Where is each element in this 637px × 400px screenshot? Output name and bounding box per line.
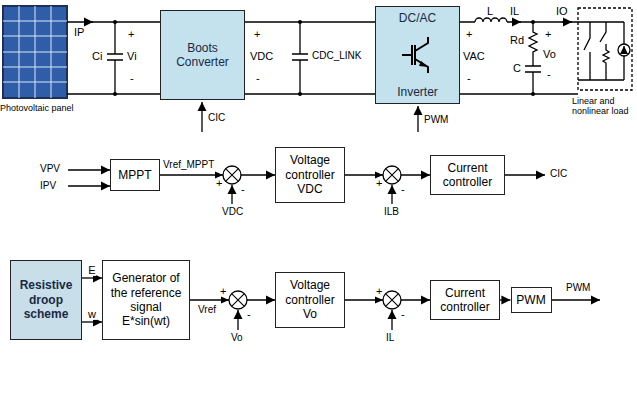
signal-label: +	[545, 28, 551, 41]
signal-label: -	[547, 68, 551, 81]
box-text: Resistive droop scheme	[15, 278, 77, 321]
signal-label: ILB	[384, 206, 399, 218]
box-text: PWM	[516, 293, 545, 307]
signal-label: IL	[510, 5, 519, 18]
signal-label: -	[130, 72, 134, 85]
signal-label: +	[128, 28, 134, 41]
signal-label: CDC_LINK	[312, 50, 361, 62]
signal-arrow	[500, 299, 511, 300]
controller-box: Voltage controller Vo	[275, 272, 345, 327]
signal-label: PWM	[424, 114, 448, 126]
signal-label: CIC	[550, 168, 567, 180]
signal-arrow	[82, 277, 102, 278]
signal-label: +	[466, 28, 472, 41]
signal-label: +	[216, 177, 222, 190]
signal-label: +	[254, 28, 260, 41]
converter-box: Boots Converter	[160, 10, 245, 100]
signal-label: Ci	[92, 50, 102, 63]
signal-label: L	[487, 5, 493, 18]
signal-label: PWM	[566, 282, 590, 294]
signal-label: Vi	[127, 50, 137, 63]
box-text: Boots Converter	[165, 41, 240, 70]
box-text: Generator of the reference signal E*sin(…	[107, 271, 185, 329]
signal-arrow	[82, 321, 102, 322]
signal-label: -	[241, 183, 245, 196]
signal-label: VDC	[222, 206, 243, 218]
controller-box: Current controller	[430, 280, 500, 321]
box-text: Current controller	[435, 161, 500, 190]
controller-box: Current controller	[430, 155, 505, 196]
signal-label: Vo	[231, 332, 243, 344]
signal-label: CIC	[208, 112, 225, 124]
signal-label: Photovoltaic panel	[0, 103, 74, 113]
signal-label: -	[401, 308, 405, 321]
pwm-box: PWM	[511, 287, 552, 313]
signal-label: Vref_MPPT	[163, 159, 214, 171]
signal-label: VDC	[250, 50, 273, 63]
signal-label: +	[376, 177, 382, 190]
controller-box: Voltage controller VDC	[275, 147, 345, 202]
signal-label: -	[401, 183, 405, 196]
signal-label: IP	[74, 26, 84, 39]
signal-arrows	[68, 22, 600, 300]
signal-label: Linear and nonlinear load	[572, 96, 636, 117]
box-text: DC/AC	[399, 11, 436, 25]
box-text: Voltage controller VDC	[280, 153, 340, 196]
box-text: Current controller	[435, 286, 495, 315]
signal-label: IPV	[40, 180, 56, 192]
signal-label: -	[467, 72, 471, 85]
signal-label: Vo	[543, 48, 556, 61]
signal-label: +	[376, 285, 382, 298]
signal-label: -	[247, 308, 251, 321]
transistor-symbol	[398, 37, 438, 73]
box-text: Inverter	[397, 85, 438, 99]
signal-label: +	[220, 285, 226, 298]
signal-label: -	[256, 72, 260, 85]
power-wire	[245, 21, 375, 22]
edge-label: w	[87, 308, 97, 320]
signal-label: Vref	[198, 304, 216, 316]
mppt-box: MPPT	[110, 159, 160, 191]
box-text: MPPT	[118, 168, 151, 182]
generator-box: Generator of the reference signal E*sin(…	[102, 260, 190, 340]
signal-label: Rd	[510, 34, 524, 47]
edge-label: E	[87, 264, 96, 276]
droop-box: Resistive droop scheme	[10, 260, 82, 340]
signal-label: C	[513, 62, 521, 75]
power-wires	[67, 8, 632, 94]
current-source-arrow	[623, 46, 624, 54]
signal-label: IL	[386, 332, 394, 344]
signal-label: VPV	[40, 163, 60, 175]
photovoltaic-panel	[3, 6, 67, 98]
inverter-box: DC/AC Inverter	[375, 6, 460, 104]
box-text: Voltage controller Vo	[280, 278, 340, 321]
signal-label: IO	[556, 5, 568, 18]
signal-label: VAC	[463, 50, 485, 63]
